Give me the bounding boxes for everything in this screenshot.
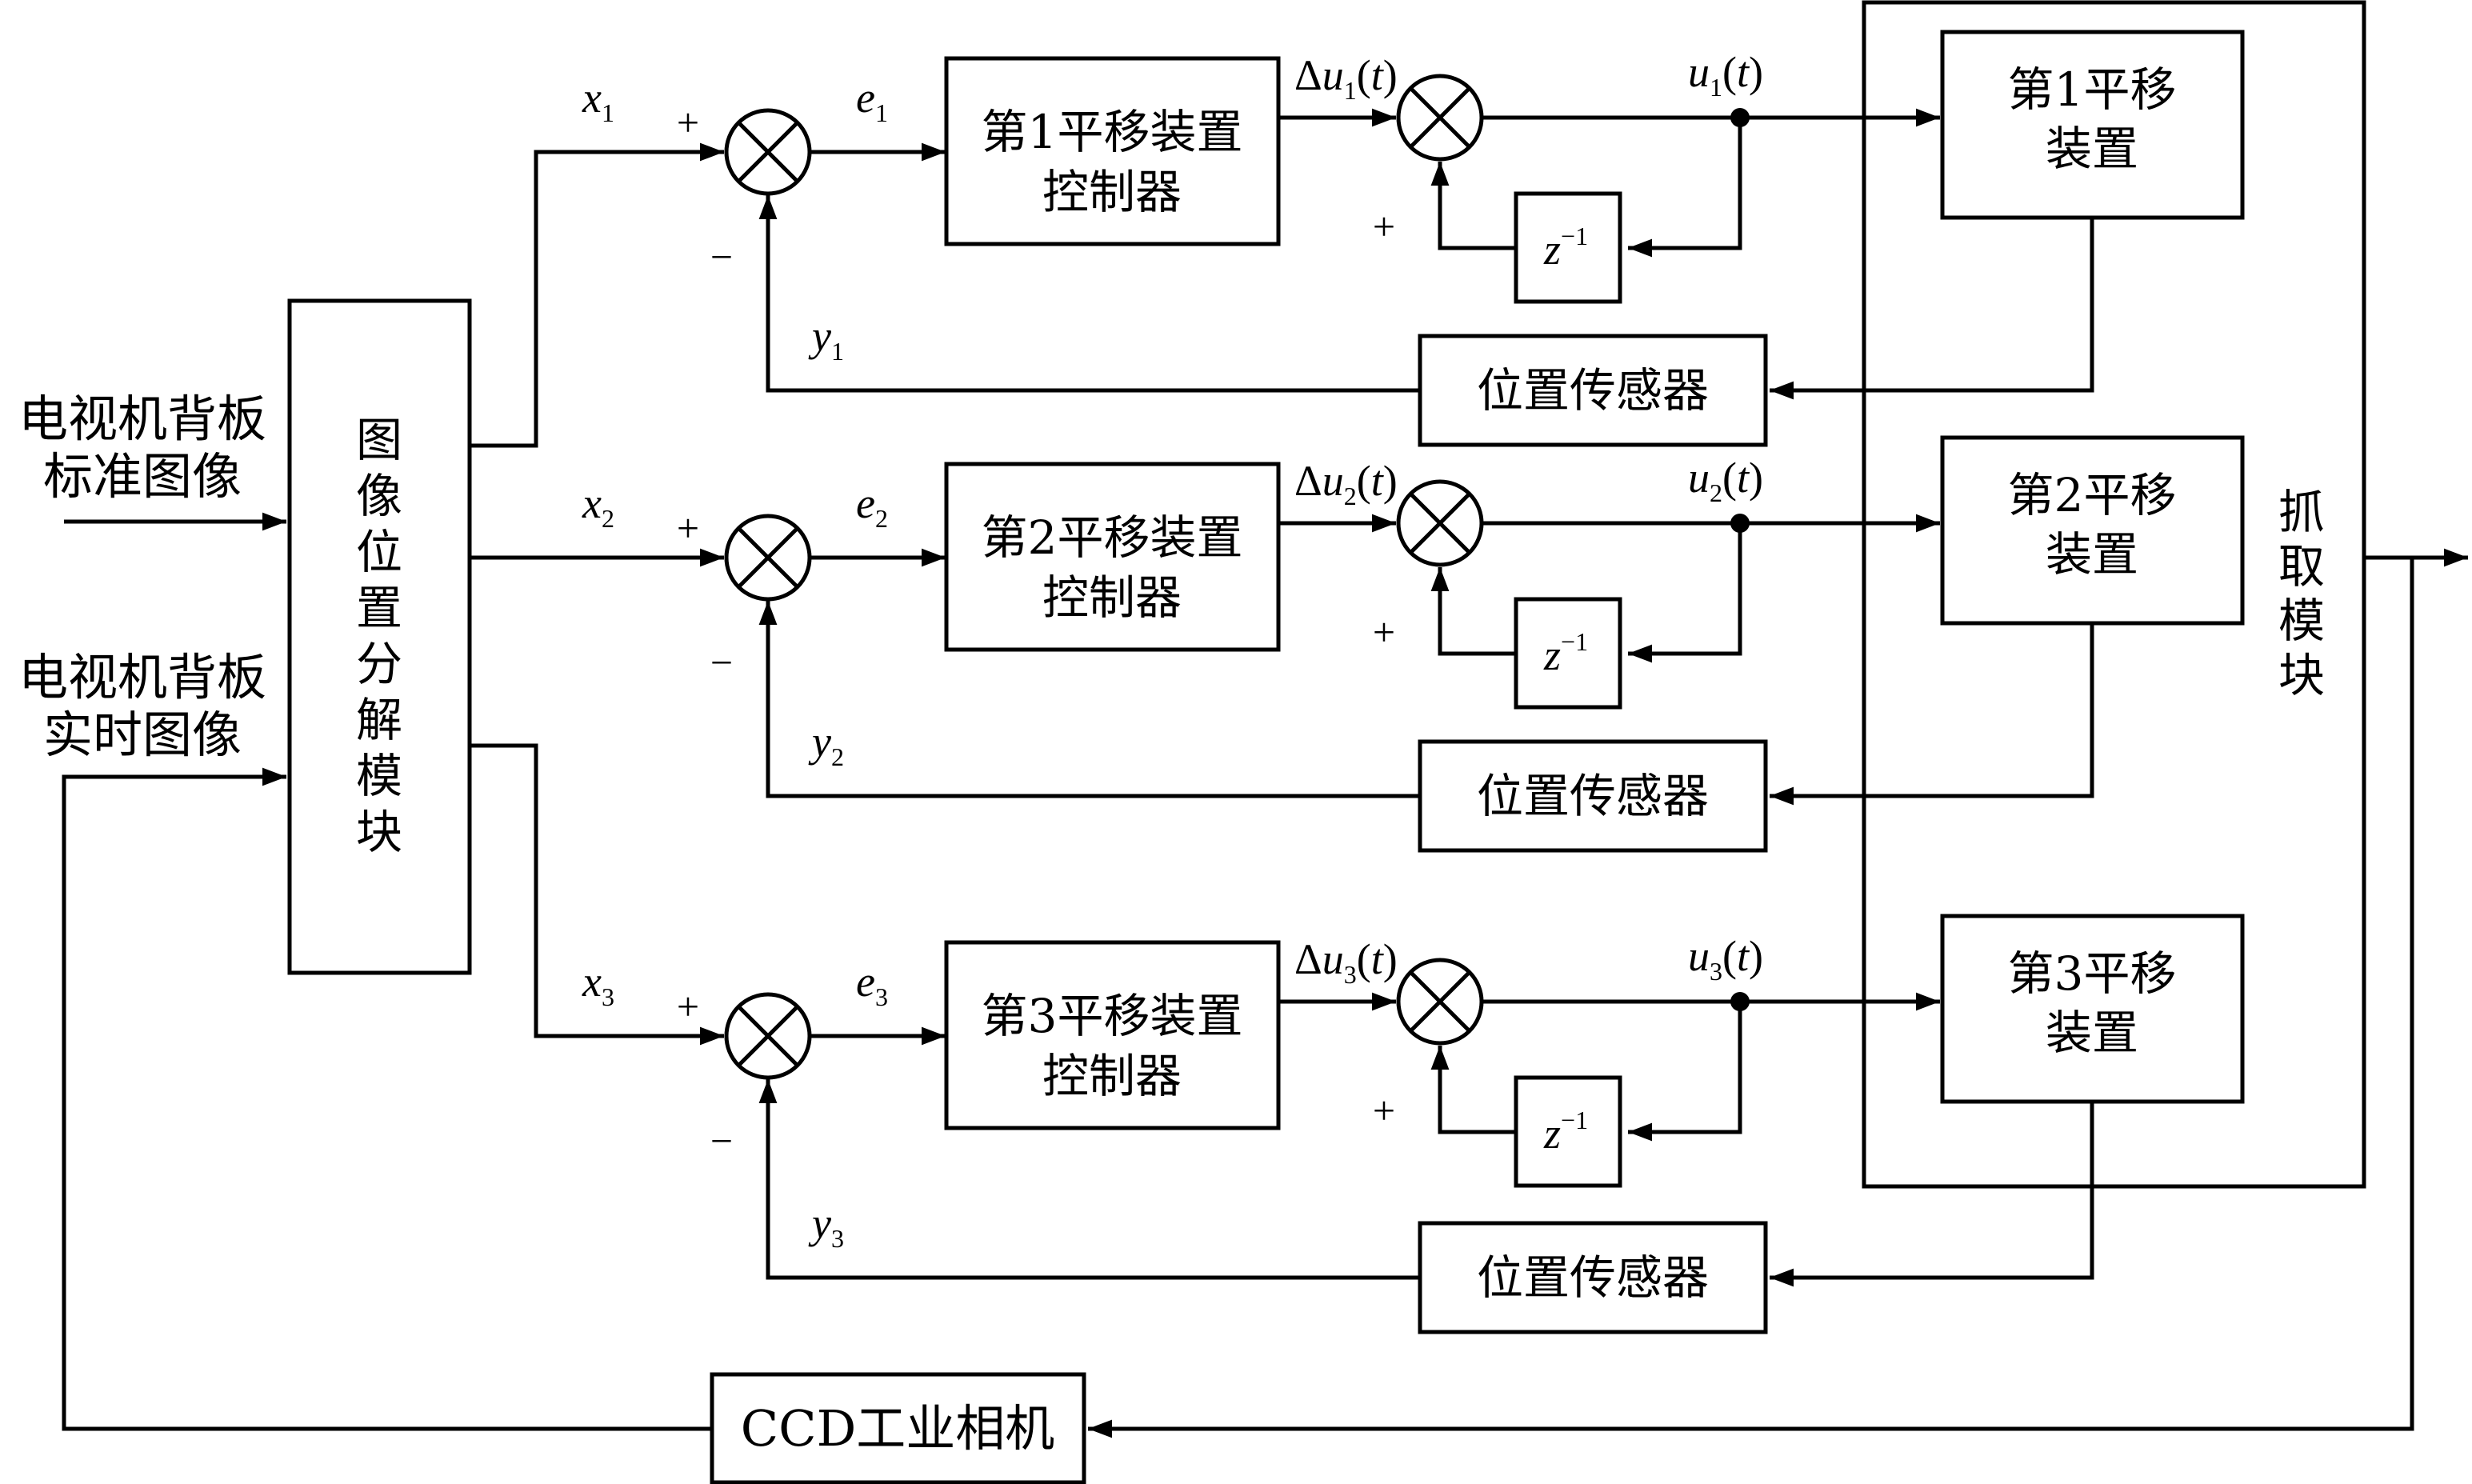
- decomp-to-channel-3: [470, 743, 724, 1046]
- minus-sign: −: [710, 1118, 733, 1163]
- delay-feedback-in: [1628, 523, 1742, 663]
- image-position-decompose-module: [287, 298, 472, 975]
- error-summing-junction: [724, 992, 812, 1080]
- plus-sign: +: [677, 506, 699, 550]
- controller-label-line1: 第3平移装置: [982, 989, 1243, 1043]
- grab-module: [1862, 0, 2366, 1189]
- delay-feedback-in: [1628, 118, 1742, 258]
- delay-feedback-out: [1430, 162, 1516, 250]
- device-to-sensor-line: [1770, 623, 2094, 806]
- delay-label: z−1: [1543, 627, 1588, 679]
- realtime-image-label-line1: 电视机背板: [18, 648, 266, 706]
- device-label-line2: 装置: [2046, 1006, 2138, 1060]
- sensor-feedback-line: [758, 1079, 1420, 1280]
- minus-sign: −: [710, 640, 733, 685]
- decompose-module-char: 位: [356, 525, 402, 579]
- controller-label-line2: 控制器: [1042, 570, 1182, 625]
- controller-label-line2: 控制器: [1042, 165, 1182, 219]
- decompose-module-char: 图: [356, 413, 402, 467]
- grab-module-char: 块: [2278, 648, 2325, 702]
- delay-label: z−1: [1543, 1106, 1588, 1158]
- device-to-sensor-line: [1770, 218, 2094, 400]
- device-label-line1: 第1平移: [2008, 62, 2177, 117]
- decomp-to-channel-1: [470, 142, 724, 448]
- e-signal-label: e1: [856, 74, 888, 127]
- device-label-line2: 装置: [2046, 527, 2138, 582]
- delay-feedback-in: [1628, 1002, 1742, 1142]
- plus-sign: +: [677, 984, 699, 1029]
- x-signal-label: x1: [582, 74, 614, 127]
- controller-box: [944, 940, 1281, 1130]
- decompose-module-char: 解: [356, 693, 402, 747]
- position-sensor-label: 位置传感器: [1477, 363, 1709, 418]
- delta-u-label: Δu3(t): [1294, 935, 1398, 989]
- accumulator-junction: [1396, 479, 1484, 567]
- device-label-line2: 装置: [2046, 122, 2138, 176]
- x-signal-label: x2: [582, 479, 614, 533]
- realtime-image-feed-line: [62, 767, 712, 1431]
- u-signal-label: u1(t): [1688, 48, 1763, 102]
- plus-sign: +: [1373, 610, 1395, 654]
- decompose-module-char: 块: [356, 805, 402, 859]
- grab-module-char: 模: [2278, 594, 2325, 648]
- delta-u-label: Δu2(t): [1294, 457, 1398, 510]
- y-signal-label: y1: [808, 312, 844, 366]
- ccd-camera-label: CCD工业相机: [741, 1399, 1055, 1458]
- controller-box: [944, 56, 1281, 246]
- standard-image-label-line2: 标准图像: [43, 447, 242, 506]
- device-label-line1: 第2平移: [2008, 468, 2177, 522]
- delta-u-label: Δu1(t): [1294, 51, 1398, 105]
- y-signal-label: y2: [808, 718, 844, 771]
- delay-label: z−1: [1543, 222, 1588, 274]
- x-signal-label: x3: [582, 958, 614, 1011]
- grab-module-char: 取: [2278, 539, 2325, 594]
- camera-feed-line: [1088, 558, 2414, 1438]
- position-sensor-label: 位置传感器: [1477, 769, 1709, 823]
- realtime-image-label-line2: 实时图像: [43, 706, 242, 764]
- accumulator-junction: [1396, 958, 1484, 1046]
- error-summing-junction: [724, 108, 812, 196]
- decompose-module-char: 模: [356, 749, 402, 803]
- decompose-module-char: 置: [356, 581, 402, 635]
- u-signal-label: u3(t): [1688, 932, 1763, 986]
- controller-box: [944, 462, 1281, 652]
- plus-sign: +: [1373, 204, 1395, 249]
- u-signal-label: u2(t): [1688, 454, 1763, 507]
- e-signal-label: e2: [856, 479, 888, 533]
- decompose-module-char: 像: [356, 469, 402, 523]
- e-signal-label: e3: [856, 958, 888, 1011]
- accumulator-junction: [1396, 74, 1484, 162]
- delay-feedback-out: [1430, 567, 1516, 656]
- controller-label-line1: 第1平移装置: [982, 105, 1243, 159]
- position-sensor-label: 位置传感器: [1477, 1250, 1709, 1305]
- minus-sign: −: [710, 234, 733, 279]
- sensor-feedback-line: [758, 601, 1420, 798]
- y-signal-label: y3: [808, 1199, 844, 1253]
- device-label-line1: 第3平移: [2008, 946, 2177, 1001]
- device-to-sensor-line: [1770, 1102, 2094, 1287]
- controller-label-line1: 第2平移装置: [982, 510, 1243, 565]
- plus-sign: +: [1373, 1088, 1395, 1133]
- controller-label-line2: 控制器: [1042, 1049, 1182, 1103]
- plus-sign: +: [677, 100, 699, 145]
- error-summing-junction: [724, 514, 812, 602]
- grab-module-char: 抓: [2278, 485, 2325, 539]
- sensor-feedback-line: [758, 195, 1420, 393]
- delay-feedback-out: [1430, 1046, 1516, 1134]
- standard-image-label-line1: 电视机背板: [18, 390, 266, 448]
- decompose-module-char: 分: [356, 637, 402, 691]
